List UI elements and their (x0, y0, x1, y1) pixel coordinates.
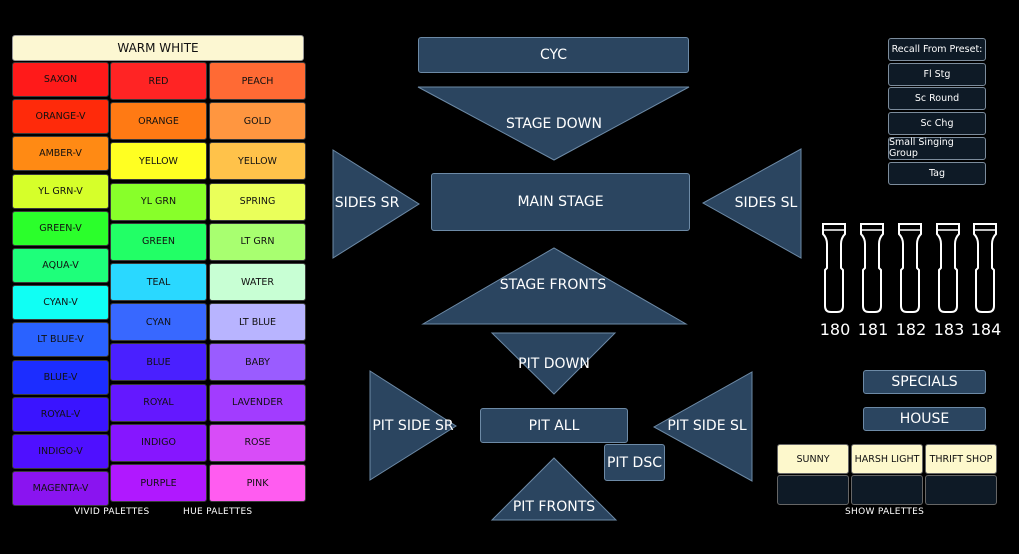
pit-side-sr-shape[interactable] (369, 370, 457, 481)
preset-button[interactable]: Tag (888, 161, 986, 185)
pit-side-sl-shape[interactable] (652, 371, 753, 482)
sides-sl-label: SIDES SL (734, 195, 798, 211)
empty-show-palette-slot[interactable] (851, 475, 923, 505)
preset-button[interactable]: Sc Chg (888, 112, 986, 136)
empty-show-palette-slot[interactable] (925, 475, 997, 505)
pit-down-shape[interactable] (490, 332, 617, 395)
main-stage-label: MAIN STAGE (517, 194, 604, 210)
fixture-number: 183 (933, 320, 965, 339)
pit-dsc-label: PIT DSC (606, 454, 662, 471)
hue-palette-swatch[interactable]: PINK (209, 464, 306, 502)
cyc-label: CYC (539, 47, 568, 63)
specials-label: SPECIALS (891, 374, 958, 390)
pit-dsc-button[interactable]: PIT DSC (604, 444, 665, 481)
stage-down-shape[interactable] (417, 86, 690, 161)
main-stage-button[interactable]: MAIN STAGE (431, 173, 690, 231)
fixture-number: 180 (819, 320, 851, 339)
hue-palette-swatch[interactable]: BLUE (110, 343, 207, 382)
stage-fronts-label: STAGE FRONTS (499, 277, 607, 293)
sides-sl-shape[interactable] (701, 148, 802, 259)
fixture-number: 181 (857, 320, 889, 339)
sides-sr-shape[interactable] (332, 149, 420, 259)
pit-fronts-shape[interactable] (490, 457, 618, 521)
vivid-palettes-label: VIVID PALETTES (74, 507, 150, 517)
preset-button[interactable]: Sc Round (888, 87, 986, 111)
empty-show-palette-slot[interactable] (777, 475, 849, 505)
show-palette-button[interactable]: THRIFT SHOP (925, 444, 997, 474)
pit-fronts-label: PIT FRONTS (512, 499, 596, 515)
hue-palette-swatch[interactable]: WATER (209, 263, 306, 301)
hue-palette-swatch[interactable]: GREEN (110, 222, 207, 261)
sides-sr-label: SIDES SR (334, 195, 400, 211)
fixture-number: 182 (895, 320, 927, 339)
pit-side-sl-label: PIT SIDE SL (667, 418, 747, 434)
vivid-palette-swatch[interactable]: ORANGE-V (12, 99, 109, 135)
hue-palettes-label: HUE PALETTES (183, 507, 253, 517)
hue-palette-swatch[interactable]: LAVENDER (209, 383, 306, 422)
fixture-icon[interactable] (936, 223, 960, 313)
pit-all-button[interactable]: PIT ALL (480, 408, 628, 443)
pit-down-label: PIT DOWN (518, 356, 590, 372)
stage-down-label: STAGE DOWN (506, 116, 602, 132)
fixtures-graphic (822, 223, 997, 313)
pit-all-label: PIT ALL (528, 417, 580, 434)
show-palettes-label: SHOW PALETTES (845, 507, 925, 517)
recall-from-preset-header: Recall From Preset: (888, 38, 986, 61)
fixture-number: 184 (970, 320, 1002, 339)
vivid-palette-swatch[interactable]: GREEN-V (12, 210, 109, 246)
fixture-icon[interactable] (898, 223, 922, 313)
cyc-button[interactable]: CYC (418, 37, 689, 73)
preset-button[interactable]: Small Singing Group (888, 136, 986, 160)
house-label: HOUSE (899, 411, 950, 427)
show-palette-button[interactable]: SUNNY (777, 444, 849, 474)
show-palette-button[interactable]: HARSH LIGHT (851, 444, 923, 474)
specials-button[interactable]: SPECIALS (863, 370, 986, 394)
house-button[interactable]: HOUSE (863, 407, 986, 431)
preset-button[interactable]: Fl Stg (888, 62, 986, 86)
fixture-icon[interactable] (860, 223, 884, 313)
stage-fronts-shape[interactable] (421, 247, 688, 325)
fixture-icon[interactable] (822, 223, 846, 313)
pit-side-sr-label: PIT SIDE SR (372, 418, 454, 434)
fixture-icon[interactable] (973, 223, 997, 313)
